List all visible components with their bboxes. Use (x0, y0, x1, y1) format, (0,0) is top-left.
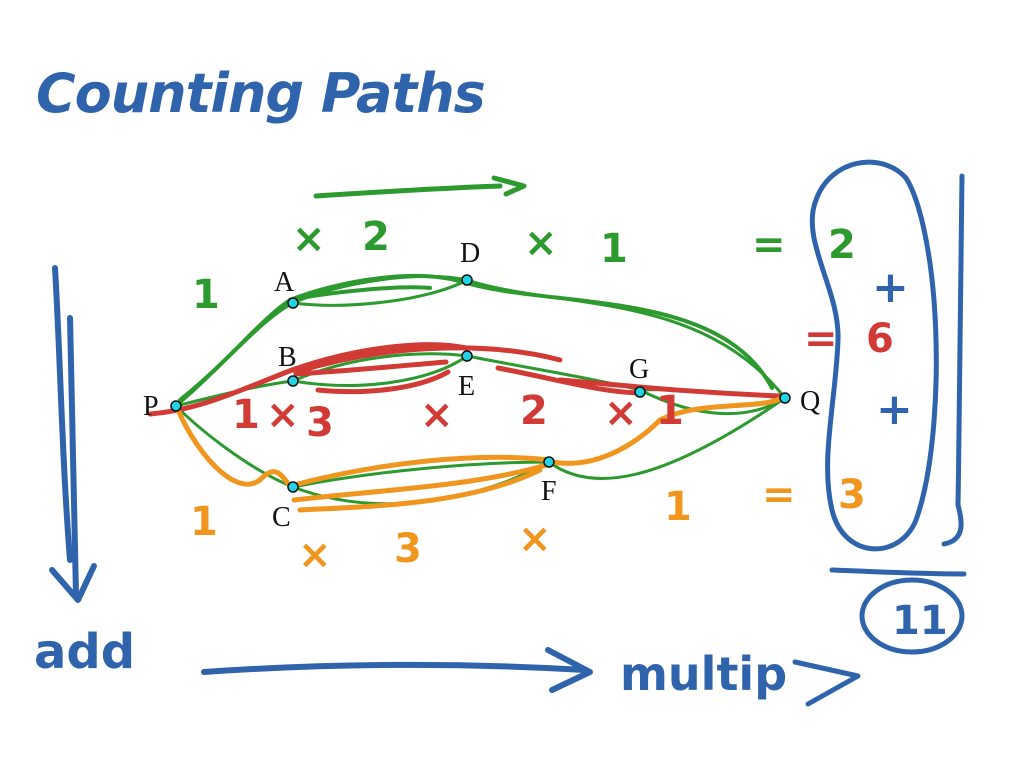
orange-result: 3 (838, 472, 866, 518)
red-result: 6 (866, 316, 894, 362)
green-first: 1 (192, 272, 220, 318)
red-times-2: × (420, 392, 454, 438)
red-equals: = (804, 316, 838, 362)
node-label-d: D (460, 238, 480, 269)
node-label-p: P (143, 391, 159, 422)
page-title: Counting Paths (36, 62, 485, 125)
multiply-label: multip (620, 647, 787, 701)
total-circle (859, 577, 965, 655)
orange-times-1: × (298, 532, 332, 578)
green-result: 2 (828, 222, 856, 268)
node-label-b: B (278, 342, 297, 373)
node-g (634, 386, 646, 398)
red-first: 1 (232, 392, 260, 438)
node-b (287, 375, 299, 387)
node-c (287, 481, 299, 493)
node-p (170, 400, 182, 412)
orange-paths (175, 395, 785, 513)
red-three: 3 (306, 400, 334, 446)
orange-equals: = (762, 472, 796, 518)
total-underline (829, 567, 967, 577)
plus-sign-1: + (872, 262, 909, 313)
red-times-1: × (266, 392, 300, 438)
graph-nodes (170, 274, 791, 493)
orange-one: 1 (664, 484, 692, 530)
node-label-f: F (541, 476, 557, 507)
multiply-tail-stroke (792, 659, 861, 707)
node-label-c: C (272, 502, 291, 533)
node-f (543, 456, 555, 468)
green-times-1: × (292, 216, 326, 262)
add-label: add (34, 624, 135, 680)
multiply-arrow (201, 647, 593, 693)
red-times-3: × (604, 390, 638, 436)
node-q (779, 392, 791, 404)
green-equals: = (752, 222, 786, 268)
green-times-2: × (524, 220, 558, 266)
node-label-e: E (458, 371, 475, 402)
green-two: 2 (362, 214, 390, 260)
orange-three: 3 (394, 526, 422, 572)
node-a (287, 297, 299, 309)
node-label-a: A (274, 267, 295, 298)
red-one: 1 (656, 388, 684, 434)
red-paths (147, 342, 783, 417)
node-d (461, 274, 473, 286)
sum-enclosure (809, 159, 965, 552)
total-value: 11 (892, 598, 948, 644)
red-two: 2 (520, 388, 548, 434)
node-label-g: G (629, 354, 649, 385)
add-arrow (49, 265, 97, 603)
direction-arrow (313, 175, 527, 199)
green-one: 1 (600, 226, 628, 272)
orange-times-2: × (518, 516, 552, 562)
plus-sign-2: + (876, 384, 913, 435)
node-label-q: Q (800, 386, 820, 417)
orange-first: 1 (190, 499, 218, 545)
node-e (461, 350, 473, 362)
